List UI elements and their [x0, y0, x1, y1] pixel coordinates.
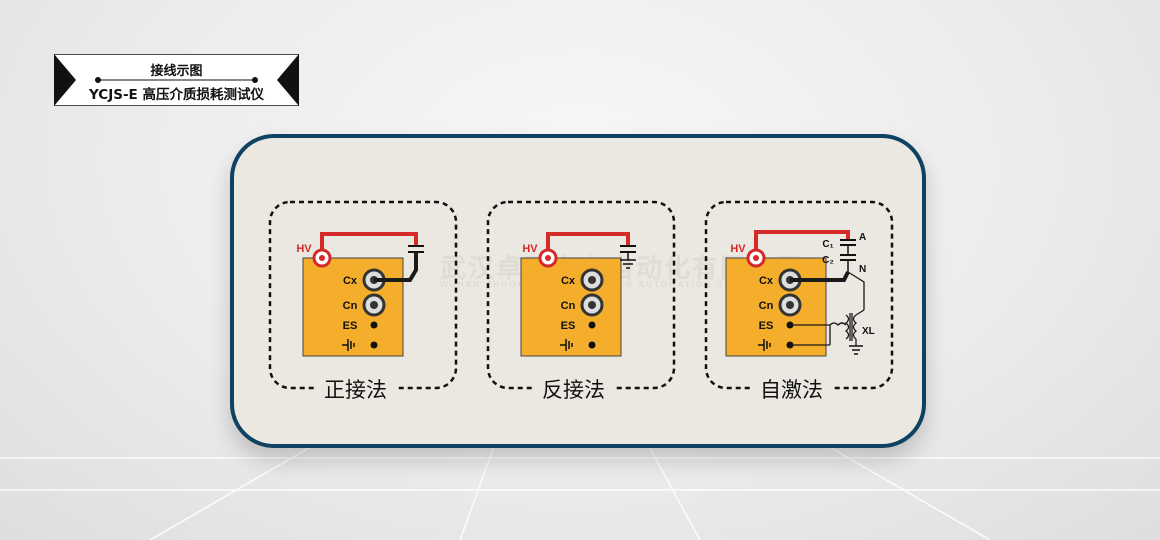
- ground-icon: [342, 339, 355, 351]
- cx-label: Cx: [759, 275, 774, 287]
- c1-label: C₁: [822, 239, 833, 250]
- xl-label: XL: [862, 326, 875, 337]
- ground-terminal-icon: [370, 341, 378, 349]
- es-terminal-icon: [370, 321, 378, 329]
- diagram-self-excitation: HV C₁ C₂ A N Cx Cn ES: [704, 200, 894, 404]
- floor-grid: [0, 430, 1160, 540]
- es-label: ES: [759, 320, 774, 332]
- n-label: N: [859, 264, 866, 275]
- hv-label: HV: [522, 243, 538, 255]
- ground-icon: [758, 339, 771, 351]
- hv-label: HV: [730, 243, 746, 255]
- a-label: A: [859, 232, 866, 243]
- cx-label: Cx: [343, 275, 358, 287]
- diagram-label: 正接法: [316, 374, 395, 404]
- es-label: ES: [561, 320, 576, 332]
- banner-title: 接线示图: [150, 64, 203, 79]
- instrument-body: [725, 257, 827, 357]
- cn-label: Cn: [561, 300, 576, 312]
- banner-subtitle: YCJS-E 高压介质损耗测试仪: [89, 87, 264, 103]
- title-banner: 接线示图 YCJS-E 高压介质损耗测试仪: [54, 54, 299, 106]
- instrument-body: [520, 257, 622, 357]
- cx-label: Cx: [561, 275, 576, 287]
- ground-icon: [560, 339, 573, 351]
- cn-label: Cn: [343, 300, 358, 312]
- diagram-label: 反接法: [534, 374, 613, 404]
- ground-icon: [849, 345, 863, 355]
- diagram-label: 自激法: [752, 374, 831, 404]
- ground-terminal-icon: [588, 341, 596, 349]
- es-terminal-icon: [588, 321, 596, 329]
- diagram-reverse-connection: HV Cx Cn ES 反接法: [486, 200, 676, 404]
- diagram-direct-connection: HV Cx Cn ES 正接法: [268, 200, 458, 404]
- cn-label: Cn: [759, 300, 774, 312]
- hv-label: HV: [296, 243, 312, 255]
- es-label: ES: [343, 320, 358, 332]
- ground-icon: [620, 259, 636, 269]
- c2-label: C₂: [822, 255, 834, 266]
- instrument-body: [302, 257, 404, 357]
